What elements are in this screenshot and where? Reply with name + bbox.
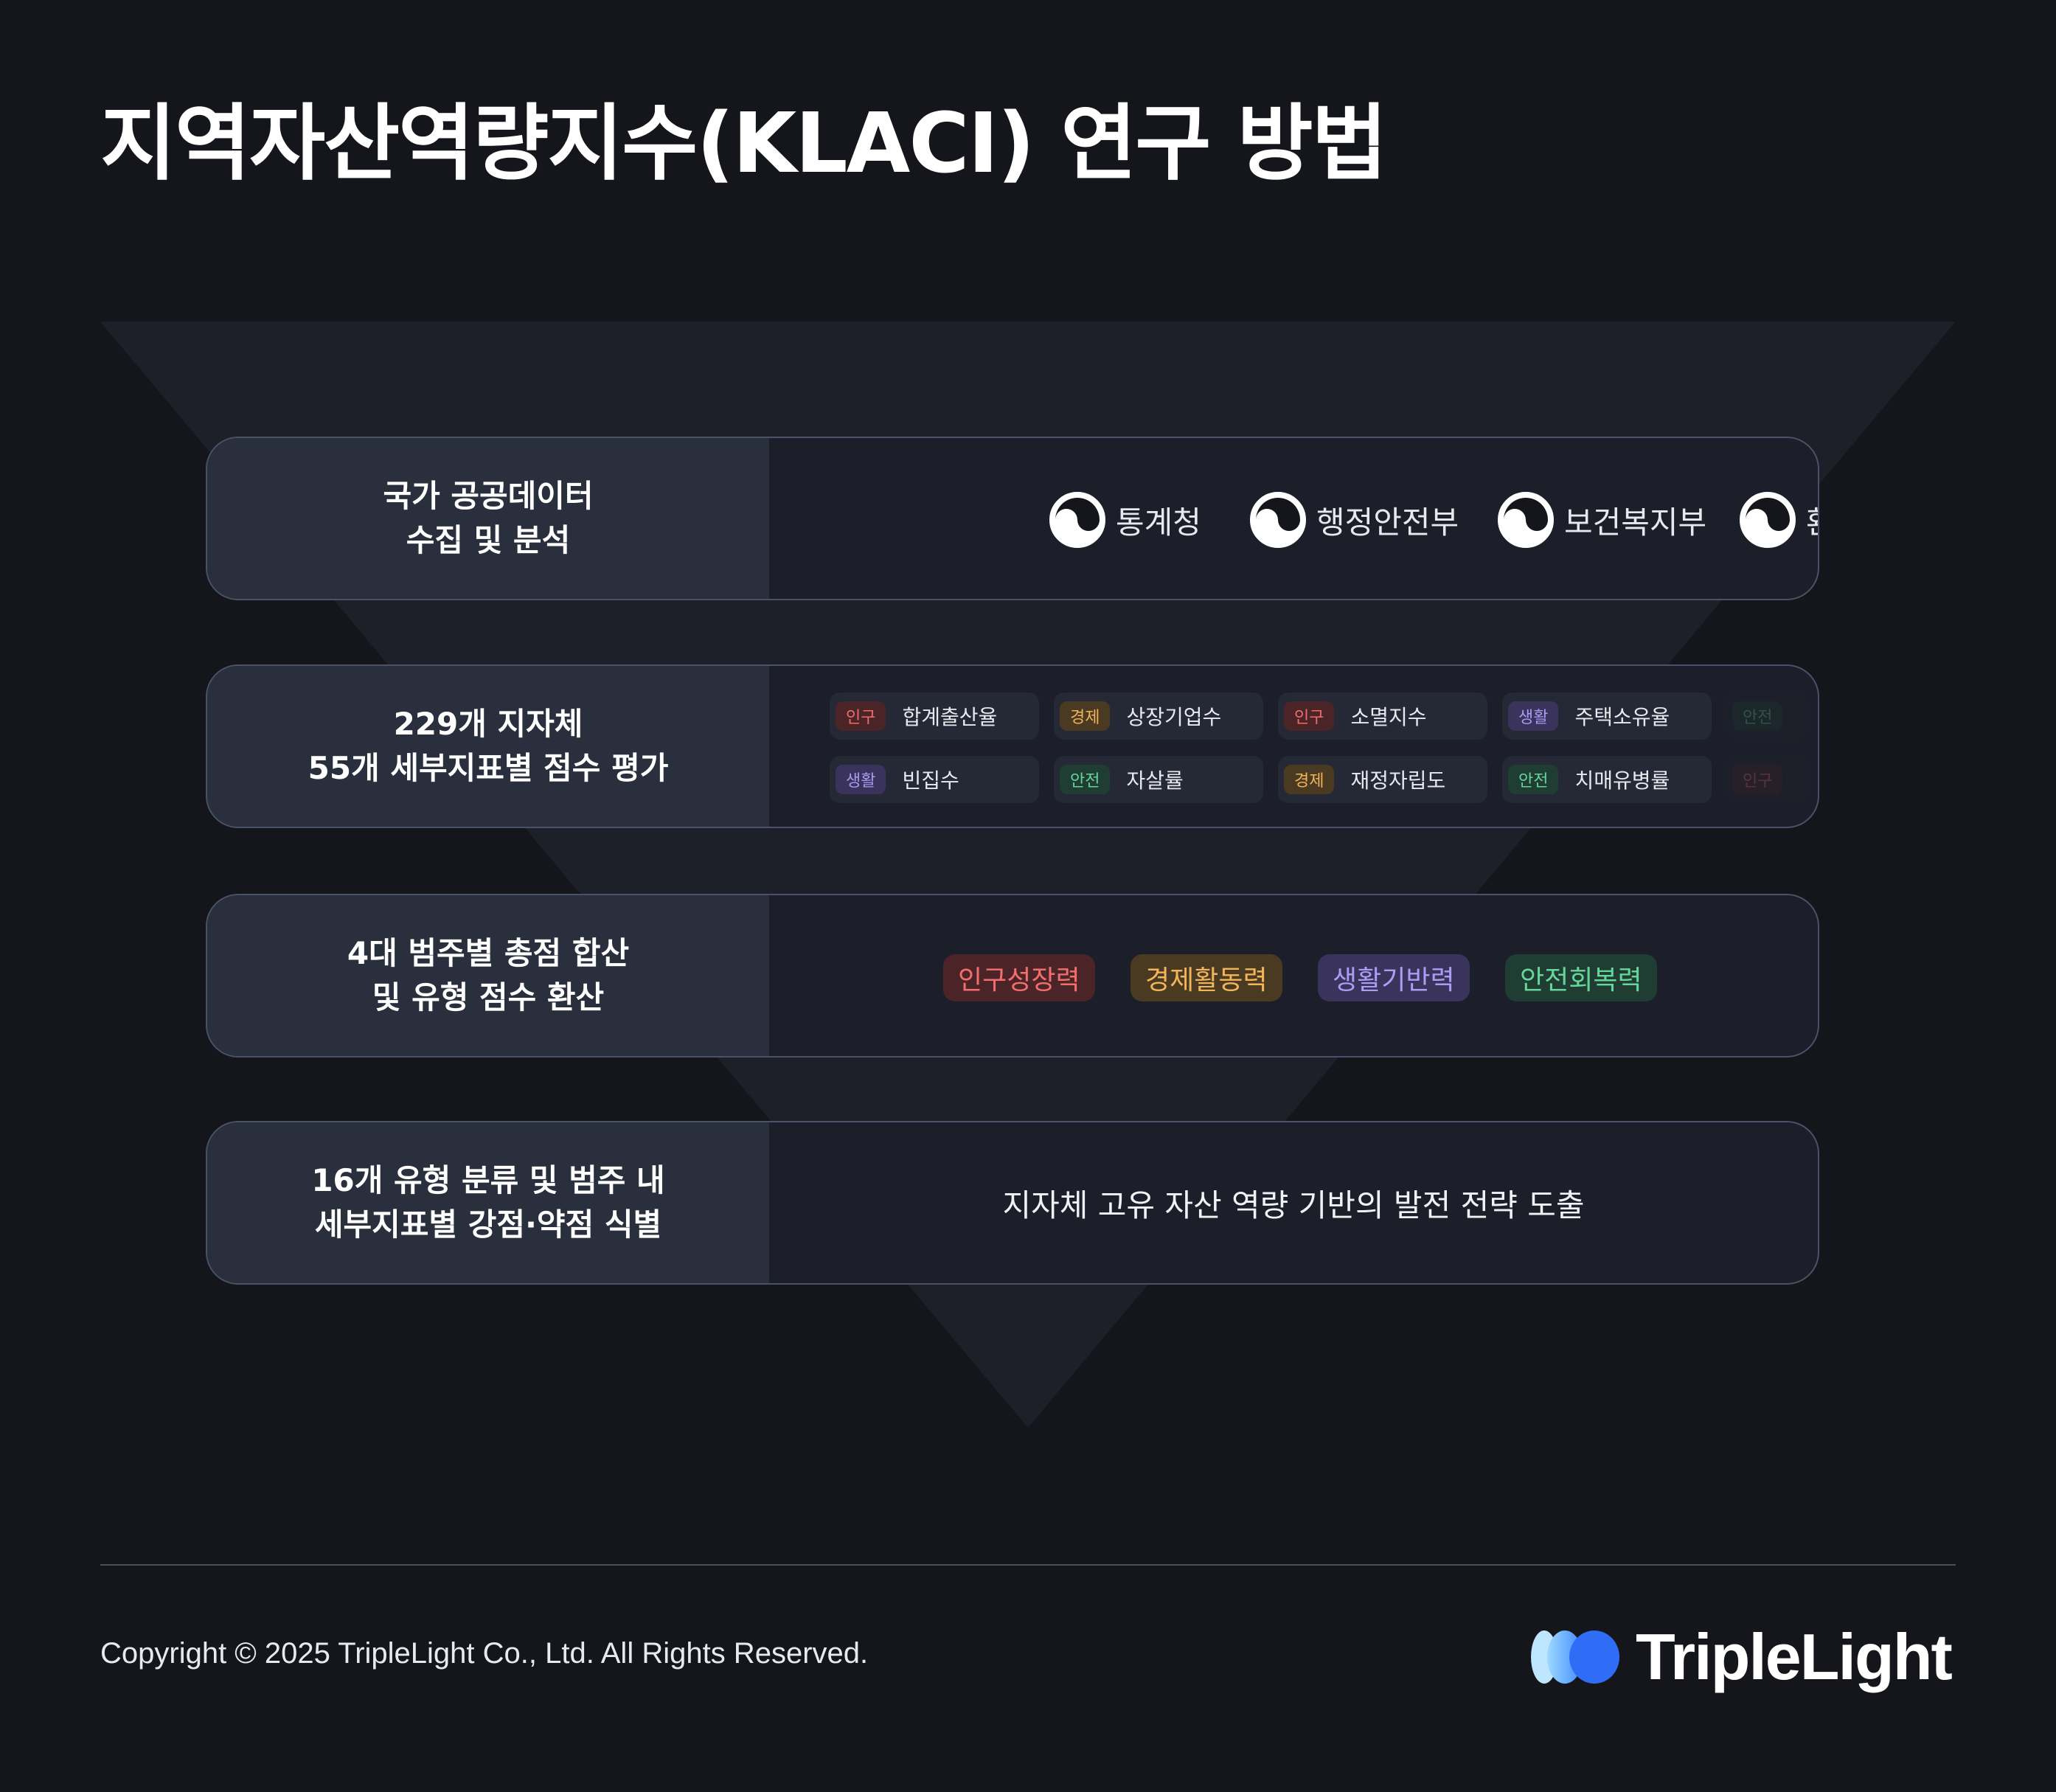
category-tag: 경제 [1284,765,1335,794]
category-tag: 인구 [836,701,886,731]
indicator-name: 빈집수 [902,768,959,793]
category-tag: 경제 [1060,701,1111,731]
indicator-chip-faded: 인구 [1726,756,1807,803]
indicator-name: 재정자립도 [1350,768,1446,793]
stage-label-line1: 16개 유형 분류 및 범주 내 [311,1162,665,1198]
source-name: 환경부 [1806,498,1818,543]
category-tag: 생활 [836,765,886,794]
copyright-text: Copyright © 2025 TripleLight Co., Ltd. A… [100,1637,869,1670]
category-badge-living: 생활기반력 [1318,954,1470,1001]
source-item: 통계청 [1049,491,1201,549]
government-emblem-icon [1498,492,1554,548]
indicator-name: 상장기업수 [1126,705,1222,729]
result-text: 지자체 고유 자산 역량 기반의 발전 전략 도출 [1002,1187,1585,1223]
source-list: 통계청 행정안전부 보건복지부 환경부 [769,438,1818,599]
government-emblem-icon [1049,492,1105,548]
category-badge-population: 인구성장력 [943,954,1095,1001]
indicator-name: 치매유병률 [1574,768,1670,793]
indicator-chip: 인구 합계출산율 [830,692,1039,740]
stage-indicator-scoring: 229개 지자체 55개 세부지표별 점수 평가 인구 합계출산율 경제 상장기… [206,664,1819,828]
stage-label: 4대 범주별 총점 합산 및 유형 점수 환산 [207,895,769,1056]
stage-label-line2: 55개 세부지표별 점수 평가 [308,750,669,786]
source-item: 보건복지부 [1498,491,1706,549]
category-badge-safety: 안전회복력 [1505,954,1657,1001]
stage-label-line1: 229개 지자체 [393,706,583,742]
stage-label-line1: 국가 공공데이터 [383,478,594,514]
source-name: 통계청 [1116,504,1201,541]
stage-label-line2: 세부지표별 강점·약점 식별 [314,1206,662,1243]
category-tag: 인구 [1284,701,1335,731]
indicator-chip: 경제 재정자립도 [1278,756,1487,803]
stage-label-line2: 및 유형 점수 환산 [372,979,605,1015]
category-tag: 인구 [1732,765,1783,794]
government-emblem-icon [1250,492,1306,548]
source-name: 행정안전부 [1316,504,1459,541]
indicator-name: 합계출산율 [902,705,998,729]
stage-type-classification: 16개 유형 분류 및 범주 내 세부지표별 강점·약점 식별 지자체 고유 자… [206,1121,1819,1285]
indicator-chip: 인구 소멸지수 [1278,692,1487,740]
indicator-chip: 생활 주택소유율 [1502,692,1712,740]
category-tag: 안전 [1508,765,1559,794]
indicator-chip: 안전 자살률 [1054,756,1263,803]
page-title: 지역자산역량지수(KLACI) 연구 방법 [100,96,1388,192]
government-emblem-icon [1740,492,1796,548]
indicator-chip: 경제 상장기업수 [1054,692,1263,740]
category-list: 인구성장력 경제활동력 생활기반력 안전회복력 [769,895,1818,1056]
logo-wordmark: TripleLight [1636,1620,1953,1693]
source-name: 보건복지부 [1564,504,1707,541]
stage-label: 229개 지자체 55개 세부지표별 점수 평가 [207,666,769,827]
indicator-chip: 생활 빈집수 [830,756,1039,803]
indicator-name: 소멸지수 [1350,705,1427,729]
stage-label: 16개 유형 분류 및 범주 내 세부지표별 강점·약점 식별 [207,1122,769,1283]
category-badge-economy: 경제활동력 [1131,954,1282,1001]
indicator-chip: 안전 치매유병률 [1502,756,1712,803]
triplelight-logo: TripleLight [1525,1619,1953,1695]
source-item: 행정안전부 [1250,491,1459,549]
category-tag: 안전 [1732,701,1783,731]
category-tag: 생활 [1508,701,1559,731]
category-tag: 안전 [1060,765,1111,794]
stage-data-collection: 국가 공공데이터 수집 및 분석 통계청 행정안전부 [206,437,1819,600]
stage-category-aggregation: 4대 범주별 총점 합산 및 유형 점수 환산 인구성장력 경제활동력 생활기반… [206,894,1819,1058]
triplelight-logo-mark-icon [1531,1630,1619,1684]
indicator-name: 주택소유율 [1574,705,1670,729]
source-item: 환경부 [1740,491,1818,549]
indicator-grid: 인구 합계출산율 경제 상장기업수 인구 소멸지수 생활 주택소유율 안전 생활… [769,666,1818,827]
footer-divider [100,1564,1956,1566]
stage-label-line2: 수집 및 분석 [406,522,571,558]
stage-label: 국가 공공데이터 수집 및 분석 [207,438,769,599]
indicator-name: 자살률 [1126,768,1184,793]
indicator-chip-faded: 안전 [1726,692,1807,740]
stage-result: 지자체 고유 자산 역량 기반의 발전 전략 도출 [769,1122,1818,1283]
stage-label-line1: 4대 범주별 총점 합산 [347,935,630,971]
